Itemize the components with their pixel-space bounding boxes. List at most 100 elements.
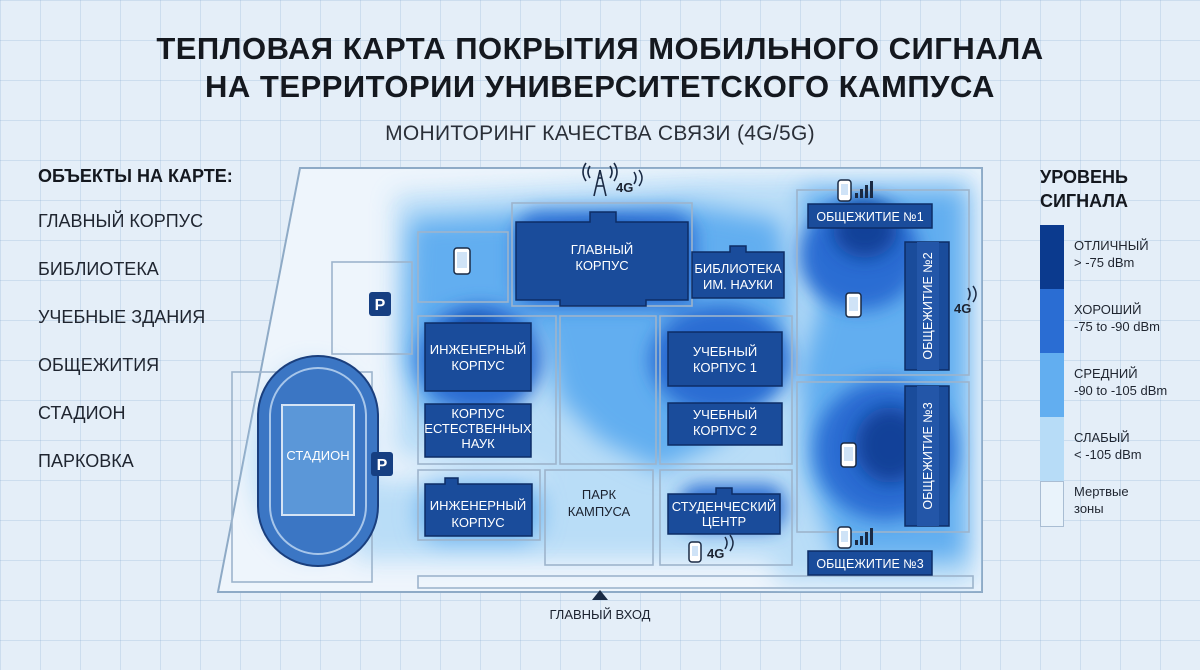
signal-bars-icon	[855, 181, 873, 198]
dorm1-label: ОБЩЕЖИТИЕ №1	[816, 210, 923, 224]
library-label-1: БИБЛИОТЕКА	[694, 261, 782, 276]
student-4g-label: 4G	[707, 546, 724, 561]
wifi-waves-icon	[967, 285, 977, 303]
wifi-waves-icon	[724, 534, 734, 552]
legend-label: ОТЛИЧНЫЙ	[1074, 238, 1149, 253]
nat-label-1: КОРПУС	[451, 406, 504, 421]
dorm2-label: ОБЩЕЖИТИЕ №2	[921, 252, 935, 359]
stadium: СТАДИОН	[257, 355, 379, 567]
building-natural-sciences[interactable]: КОРПУС ЕСТЕСТВЕННЫХ НАУК	[424, 403, 532, 458]
objects-list: ОБЪЕКТЫ НА КАРТЕ: ГЛАВНЫЙ КОРПУС БИБЛИОТ…	[38, 166, 233, 497]
legend-range: > -75 dBm	[1074, 255, 1135, 270]
wifi-waves-icon	[633, 169, 643, 187]
legend-range: -75 to -90 dBm	[1074, 319, 1160, 334]
objects-title: ОБЪЕКТЫ НА КАРТЕ:	[38, 166, 233, 186]
legend-item-excellent: ОТЛИЧНЫЙ > -75 dBm	[1040, 225, 1180, 289]
building-dorm-1[interactable]: ОБЩЕЖИТИЕ №1	[807, 203, 933, 229]
eng1-label-1: ИНЖЕНЕРНЫЙ	[430, 342, 526, 357]
signal-bars-icon	[855, 528, 873, 545]
library-label-2: ИМ. НАУКИ	[703, 277, 773, 292]
park-label-2: КАМПУСА	[568, 504, 631, 519]
legend-label: СРЕДНИЙ	[1074, 366, 1138, 381]
legend-text: ХОРОШИЙ -75 to -90 dBm	[1074, 301, 1160, 335]
building-dorm-2[interactable]: ОБЩЕЖИТИЕ №2	[904, 241, 950, 371]
building-engineering-1[interactable]: ИНЖЕНЕРНЫЙ КОРПУС	[424, 322, 532, 392]
nat-label-2: ЕСТЕСТВЕННЫХ	[424, 421, 532, 436]
study2-label-1: УЧЕБНЫЙ	[693, 407, 757, 422]
building-study-2[interactable]: УЧЕБНЫЙ КОРПУС 2	[667, 402, 783, 446]
legend-range: -90 to -105 dBm	[1074, 383, 1168, 398]
legend-title-line-1: УРОВЕНЬ	[1040, 167, 1128, 187]
eng2-label-2: КОРПУС	[451, 515, 504, 530]
title-line-2: НА ТЕРРИТОРИИ УНИВЕРСИТЕТСКОГО КАМПУСА	[205, 69, 995, 104]
legend-range: < -105 dBm	[1074, 447, 1142, 462]
legend-text: СЛАБЫЙ < -105 dBm	[1074, 429, 1142, 463]
entrance-arrow-icon	[592, 590, 608, 600]
object-item-library: БИБЛИОТЕКА	[38, 259, 159, 279]
study2-label-2: КОРПУС 2	[693, 423, 757, 438]
campus-park: ПАРК КАМПУСА	[568, 487, 631, 519]
nat-label-3: НАУК	[461, 436, 495, 451]
stadium-label: СТАДИОН	[286, 448, 349, 463]
object-item-stadium: СТАДИОН	[38, 403, 126, 423]
page-title: ТЕПЛОВАЯ КАРТА ПОКРЫТИЯ МОБИЛЬНОГО СИГНА…	[0, 30, 1200, 106]
legend-text: Мертвые зоны	[1074, 483, 1129, 517]
student-center-label-2: ЦЕНТР	[702, 514, 746, 529]
parking-2: P	[371, 452, 393, 476]
building-student-center[interactable]: СТУДЕНЧЕСКИЙ ЦЕНТР	[667, 487, 781, 535]
building-dorm-3-horizontal[interactable]: ОБЩЕЖИТИЕ №3	[807, 550, 933, 576]
main-entrance-label: ГЛАВНЫЙ ВХОД	[549, 607, 650, 622]
legend-item-dead: Мертвые зоны	[1040, 481, 1180, 545]
park-label-1: ПАРК	[582, 487, 617, 502]
legend-title: УРОВЕНЬ СИГНАЛА	[1040, 165, 1180, 213]
legend-title-line-2: СИГНАЛА	[1040, 191, 1128, 211]
street-blocks	[231, 189, 974, 589]
dorm3-horizontal-label: ОБЩЕЖИТИЕ №3	[816, 557, 923, 571]
legend-label: зоны	[1074, 501, 1104, 516]
phone-icon	[845, 292, 862, 318]
tower-4g-label: 4G	[616, 180, 633, 195]
phone-icon	[453, 247, 471, 275]
parking-icon: P	[377, 457, 388, 474]
legend-label: Мертвые	[1074, 484, 1129, 499]
phone-icon	[688, 541, 702, 563]
legend-swatch-good	[1040, 289, 1064, 353]
object-item-dorms: ОБЩЕЖИТИЯ	[38, 355, 160, 375]
cell-tower-icon	[582, 162, 618, 197]
legend-swatch-weak	[1040, 417, 1064, 481]
legend-item-good: ХОРОШИЙ -75 to -90 dBm	[1040, 289, 1180, 353]
object-item-main: ГЛАВНЫЙ КОРПУС	[38, 211, 204, 231]
legend-item-weak: СЛАБЫЙ < -105 dBm	[1040, 417, 1180, 481]
phone-icon	[840, 442, 857, 468]
legend-text: СРЕДНИЙ -90 to -105 dBm	[1074, 365, 1167, 399]
building-main[interactable]: ГЛАВНЫЙ КОРПУС	[515, 211, 689, 307]
page-subtitle: МОНИТОРИНГ КАЧЕСТВА СВЯЗИ (4G/5G)	[385, 122, 815, 145]
right-4g-label: 4G	[954, 301, 971, 316]
dorm3-vertical-label: ОБЩЕЖИТИЕ №3	[921, 402, 935, 509]
legend-label: ХОРОШИЙ	[1074, 302, 1142, 317]
parking-1: P	[369, 292, 391, 316]
main-building-label-2: КОРПУС	[575, 258, 628, 273]
title-line-1: ТЕПЛОВАЯ КАРТА ПОКРЫТИЯ МОБИЛЬНОГО СИГНА…	[156, 31, 1044, 66]
student-center-label-1: СТУДЕНЧЕСКИЙ	[672, 499, 776, 514]
object-item-study: УЧЕБНЫЕ ЗДАНИЯ	[38, 307, 206, 327]
building-library[interactable]: БИБЛИОТЕКА ИМ. НАУКИ	[691, 245, 785, 299]
building-dorm-3-vertical[interactable]: ОБЩЕЖИТИЕ №3	[904, 385, 950, 527]
legend-label: СЛАБЫЙ	[1074, 430, 1130, 445]
signal-legend: УРОВЕНЬ СИГНАЛА ОТЛИЧНЫЙ > -75 dBm ХОРОШ…	[1040, 165, 1180, 545]
parking-icon: P	[375, 297, 386, 314]
eng2-label-1: ИНЖЕНЕРНЫЙ	[430, 498, 526, 513]
legend-swatch-excellent	[1040, 225, 1064, 289]
building-study-1[interactable]: УЧЕБНЫЙ КОРПУС 1	[667, 331, 783, 387]
phone-icon	[837, 526, 852, 549]
object-item-parking: ПАРКОВКА	[38, 451, 134, 471]
eng1-label-2: КОРПУС	[451, 358, 504, 373]
study1-label-2: КОРПУС 1	[693, 360, 757, 375]
legend-item-medium: СРЕДНИЙ -90 to -105 dBm	[1040, 353, 1180, 417]
main-building-label-1: ГЛАВНЫЙ	[571, 242, 633, 257]
phone-icon	[837, 179, 852, 202]
building-engineering-2[interactable]: ИНЖЕНЕРНЫЙ КОРПУС	[424, 477, 533, 537]
legend-text: ОТЛИЧНЫЙ > -75 dBm	[1074, 237, 1149, 271]
legend-swatch-dead	[1040, 481, 1064, 527]
